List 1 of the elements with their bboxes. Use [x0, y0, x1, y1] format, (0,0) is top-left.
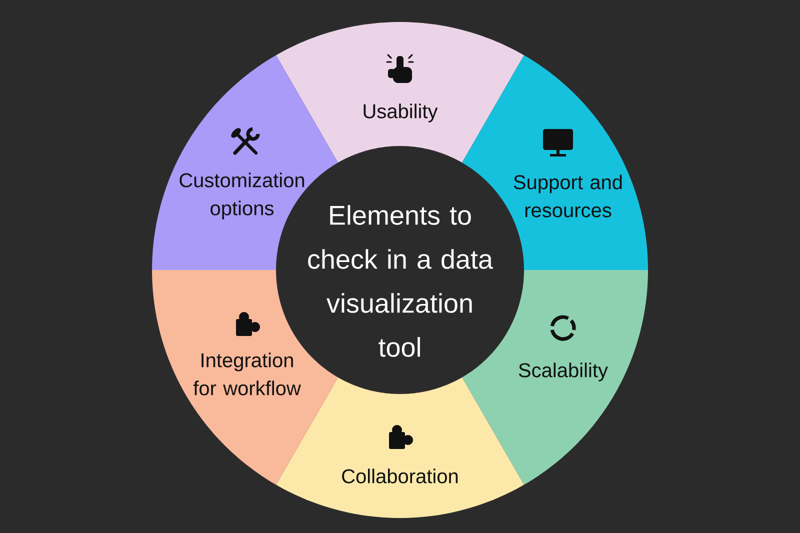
ring-segment: Usability	[276, 22, 524, 163]
